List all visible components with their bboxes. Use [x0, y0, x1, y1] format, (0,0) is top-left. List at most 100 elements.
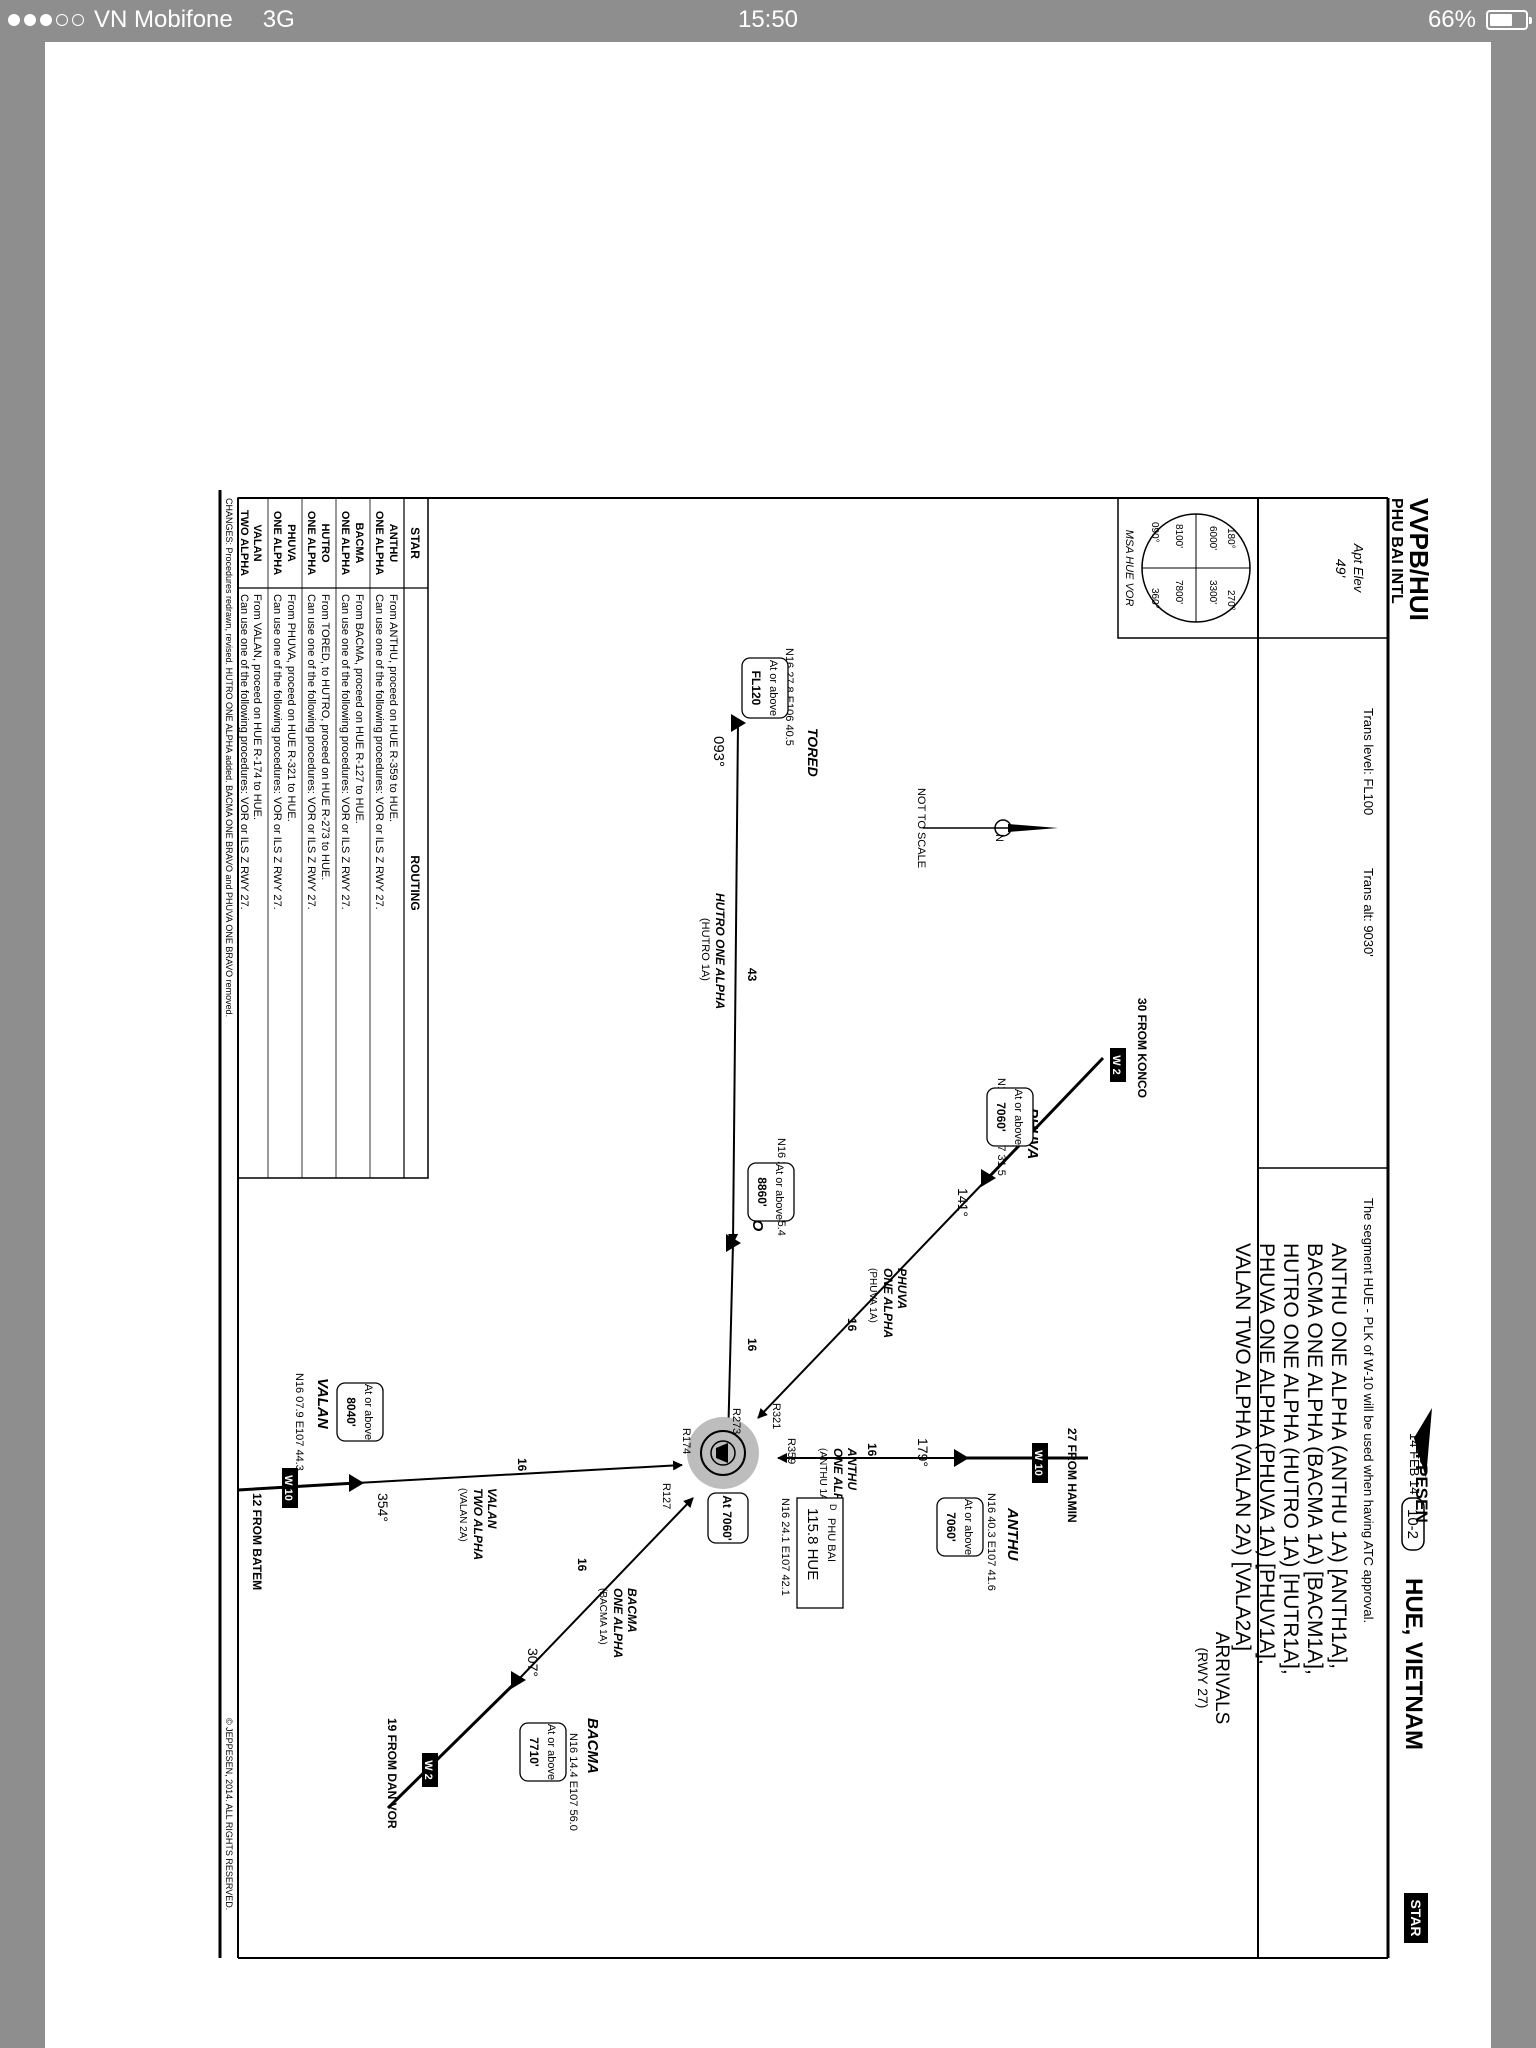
fix-anthu-course: 179°	[915, 1438, 931, 1467]
routing-table	[237, 497, 429, 1179]
airway-w10-hamin-badge-label: W 10	[1032, 1450, 1044, 1476]
routing-row-star-1: PHUVA	[285, 524, 297, 562]
route-hutro-label: HUTRO ONE ALPHA	[713, 893, 727, 1009]
airway-w10-hamin-from: 27 FROM HAMIN	[1065, 1428, 1079, 1523]
fix-valan-restriction-1: At or above	[362, 1384, 374, 1440]
routing-row-text-2: Can use one of the following procedures:…	[373, 594, 385, 910]
route-hutro-hue	[723, 1242, 734, 1444]
routing-row-text-1: From TORED, to HUTRO, proceed on HUE R-2…	[319, 594, 331, 880]
vor-restriction: At 7060'	[720, 1495, 734, 1541]
route-valan-hue	[355, 1460, 683, 1484]
apt-elev-value: 49'	[1333, 559, 1349, 579]
chart-number-box	[1401, 1497, 1425, 1551]
vor-info-box	[796, 1497, 844, 1609]
fix-valan-icon	[349, 1474, 364, 1492]
battery-icon	[1486, 10, 1532, 30]
radial-r127: R127	[660, 1483, 672, 1509]
fix-bacma-restriction-box	[519, 1722, 567, 1782]
fix-phuva-restriction-1: At or above	[1012, 1089, 1024, 1145]
north-arrow-compass-icon	[994, 819, 1012, 837]
fix-bacma-name: BACMA	[584, 1718, 601, 1774]
route-phuva-label-3: (PHUVA 1A)	[867, 1268, 878, 1323]
title-line-5: VALAN TWO ALPHA (VALAN 2A) [VALA2A]	[1231, 1243, 1254, 1651]
airway-w2-konco-badge-label: W 2	[1110, 1055, 1122, 1075]
msa-label: MSA HUE VOR	[1123, 530, 1135, 607]
fix-bacma-coords: N16 14.4 E107 56.0	[567, 1733, 579, 1831]
dist-hutro-hue: 16	[745, 1338, 759, 1352]
dist-valan-hue: 16	[515, 1458, 529, 1472]
airway-w10-batem-badge	[282, 1468, 298, 1508]
approach-chart: VVPB/HUI PHU BAI INTL Apt Elev 49' Trans…	[218, 490, 1434, 1959]
changes-note: CHANGES: Procedures redrawn, revised. HU…	[224, 498, 234, 1017]
vor-freq: 115.8 HUE	[804, 1508, 821, 1580]
hue-vor-icon	[700, 1430, 746, 1476]
route-bacma-label-1: BACMA	[625, 1588, 639, 1633]
msa-bearing-180: 180°	[1225, 528, 1236, 549]
fix-hutro-restriction-1: At or above	[773, 1164, 785, 1220]
routing-row-valan: VALAN TWO ALPHA From VALAN, proceed on H…	[238, 510, 263, 910]
airway-w2-konco-badge	[1110, 1048, 1126, 1082]
north-arrow-icon	[1008, 824, 1058, 832]
routing-row-star-1: BACMA	[353, 523, 365, 564]
routing-row-text-1: From PHUVA, proceed on HUE R-321 to HUE.	[285, 594, 297, 822]
fix-phuva-restriction-box	[986, 1087, 1034, 1147]
fix-tored-restriction-2: FL120	[749, 671, 763, 706]
route-phuva-label-1: PHUVA	[895, 1268, 909, 1309]
airway-w2-dan-from: 19 FROM DAN VOR	[385, 1718, 399, 1829]
route-phuva-label-2: ONE ALPHA	[881, 1268, 895, 1338]
rotated-chart: VVPB/HUI PHU BAI INTL Apt Elev 49' Trans…	[218, 490, 1434, 1959]
fix-hutro-icon	[726, 1234, 741, 1252]
trans-level: Trans level: FL100	[1361, 708, 1376, 815]
fix-anthu-restriction-2: 7060'	[944, 1512, 958, 1542]
fix-anthu-restriction-box	[936, 1497, 984, 1557]
msa-alt-nw: 8100'	[1173, 524, 1184, 548]
routing-row-star-2: ONE ALPHA	[373, 511, 385, 575]
route-bacma-hue	[517, 1497, 694, 1681]
fix-tored-name: TORED	[805, 728, 821, 777]
signal-bar-5-icon	[72, 14, 84, 26]
signal-bar-3-icon	[40, 14, 52, 26]
routing-row-star-1: VALAN	[251, 524, 263, 561]
radial-r359: R359	[785, 1438, 797, 1464]
star-badge	[1404, 1893, 1428, 1943]
battery-fill	[1490, 14, 1512, 26]
dist-anthu-hue: 16	[865, 1443, 879, 1457]
north-label: N	[993, 834, 1005, 842]
hue-vor-inner-icon	[710, 1440, 736, 1466]
fix-valan-name: VALAN	[314, 1378, 331, 1430]
routing-table-header-star: STAR	[408, 527, 422, 559]
routing-row-star-2: ONE ALPHA	[305, 511, 317, 575]
apt-elev-label: Apt Elev	[1351, 543, 1366, 594]
routing-row-star-2: ONE ALPHA	[339, 511, 351, 575]
fix-anthu-restriction-1: At or above	[962, 1499, 974, 1555]
fix-hutro-restriction-box	[747, 1162, 795, 1222]
routing-row-star-1: HUTRO	[319, 523, 331, 563]
route-tored-hutro	[728, 722, 739, 1244]
carrier-name: VN Mobifone	[94, 6, 233, 33]
network-type: 3G	[262, 6, 295, 33]
routing-row-text-2: Can use one of the following procedures:…	[305, 594, 317, 910]
airway-w10-batem-from: 12 FROM BATEM	[250, 1493, 264, 1590]
signal-bar-4-icon	[56, 14, 68, 26]
clock: 15:50	[737, 6, 799, 33]
msa-bearing-360: 360°	[1149, 588, 1160, 609]
fix-bacma-restriction-2: 7710'	[527, 1737, 541, 1767]
publisher-name: JEPPESEN	[1412, 1433, 1431, 1523]
chart-page[interactable]: VVPB/HUI PHU BAI INTL Apt Elev 49' Trans…	[45, 42, 1491, 2048]
routing-row-text-1: From ANTHU, proceed on HUE R-359 to HUE.	[387, 594, 399, 822]
airway-w2-dan	[386, 1678, 520, 1810]
radial-r174: R174	[680, 1428, 692, 1454]
routing-row-text-1: From BACMA, proceed on HUE R-127 to HUE.	[353, 594, 365, 824]
not-to-scale: NOT TO SCALE	[915, 788, 927, 868]
route-anthu-label-1: ANTHU	[845, 1447, 859, 1490]
msa-bearing-270: 270°	[1225, 590, 1236, 611]
route-valan-label-2: TWO ALPHA	[471, 1488, 485, 1560]
fix-anthu-coords: N16 40.3 E107 41.6	[985, 1493, 997, 1591]
routing-row-text-2: Can use one of the following procedures:…	[271, 594, 283, 910]
route-valan-label-3: (VALAN 2A)	[457, 1488, 468, 1542]
airway-w2-dan-badge-label: W 2	[422, 1760, 434, 1780]
msa-alt-se: 3300'	[1207, 580, 1218, 604]
airway-w2-dan-badge	[422, 1753, 438, 1787]
radial-r273: R273	[730, 1408, 742, 1434]
title-arrivals: ARRIVALS	[1211, 1632, 1232, 1725]
